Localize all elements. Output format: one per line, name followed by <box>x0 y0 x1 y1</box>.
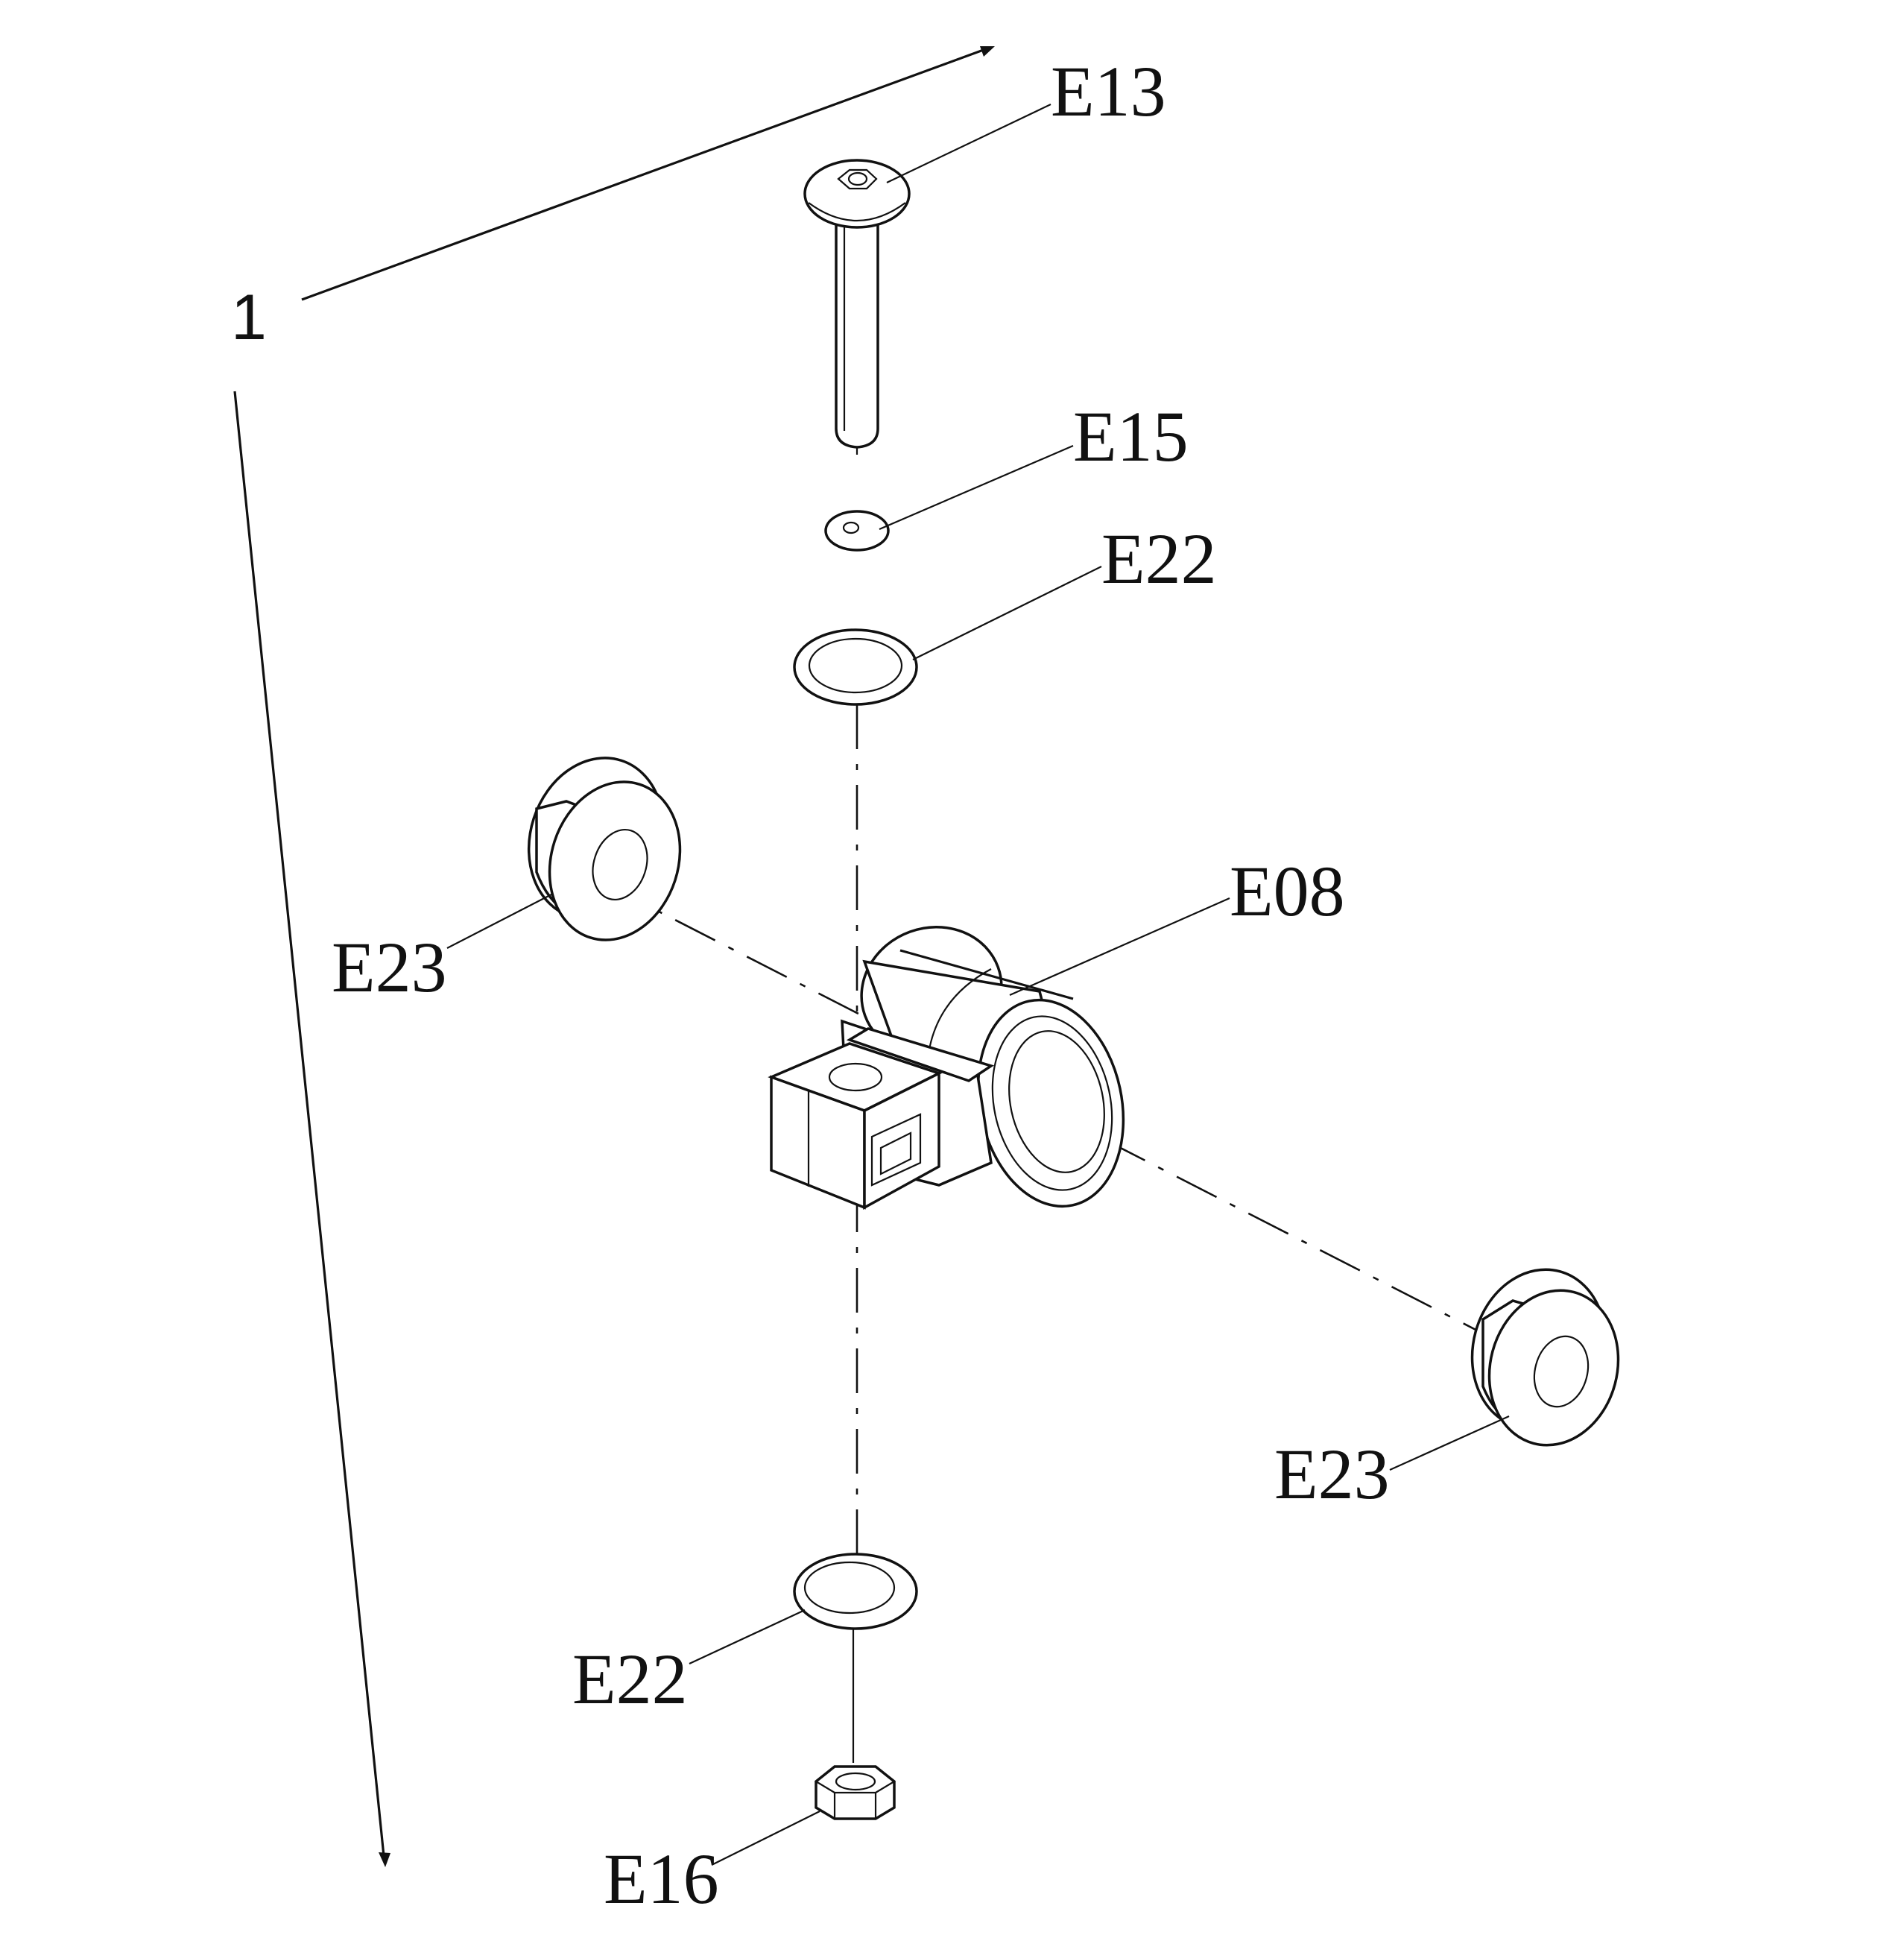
spacer-e23-left-icon <box>527 757 682 941</box>
bolt-head-rim <box>808 202 906 221</box>
leader-e23-left <box>446 894 552 949</box>
label-e23-right: E23 <box>1274 1434 1390 1514</box>
barrel-bore <box>1008 1030 1105 1173</box>
assembly-indicator: 1 <box>231 46 995 1867</box>
assembly-number: 1 <box>231 282 267 353</box>
washer-e22-top-icon <box>793 628 918 706</box>
block-side-face <box>863 1071 940 1210</box>
leader-lines <box>446 104 1510 1866</box>
hex-socket-icon <box>837 168 878 190</box>
bolt-head <box>803 159 911 229</box>
nut-thread <box>835 1772 876 1791</box>
arrow-head-icon <box>379 1852 390 1867</box>
label-e15: E15 <box>1073 397 1189 476</box>
spacer-e23-right-hole <box>1533 1335 1590 1408</box>
leader-e22-top <box>912 566 1102 660</box>
washer-e22-bottom-outer <box>793 1553 918 1630</box>
leader-e08 <box>1009 897 1230 997</box>
leader-e23-right <box>1389 1415 1510 1471</box>
pivot-bracket-e08-icon <box>768 926 1125 1210</box>
spacer-e23-right-face <box>1487 1289 1620 1447</box>
label-e08: E08 <box>1230 851 1345 931</box>
bracket-rib <box>846 1027 995 1082</box>
label-e13: E13 <box>1051 51 1166 131</box>
hex-nut-e16-icon <box>815 1765 896 1820</box>
bolt-shank <box>835 222 879 449</box>
washer-e22-bottom-icon <box>793 1553 918 1630</box>
label-e16: E16 <box>604 1839 719 1919</box>
label-e22-bottom: E22 <box>572 1639 688 1719</box>
leader-e22-bottom <box>689 1609 806 1664</box>
leader-e15 <box>879 444 1074 531</box>
leader-e16 <box>711 1811 820 1866</box>
washer-e22-top-inner <box>808 637 903 694</box>
barrel-front-inner <box>991 1015 1113 1191</box>
axis-line-horizontal <box>603 882 1551 1369</box>
block-slot-inner <box>879 1131 912 1175</box>
washer-e15-hole <box>842 521 860 534</box>
spacer-e23-left-hole <box>592 828 648 901</box>
barrel-top-edge <box>899 949 1074 1000</box>
block-hole <box>828 1062 883 1092</box>
block-slot-icon <box>870 1113 922 1187</box>
label-e22-top: E22 <box>1101 519 1217 599</box>
hex-socket-center <box>847 171 868 186</box>
label-e23-left: E23 <box>332 927 447 1007</box>
assembly-arrow-upper <box>301 47 988 301</box>
washer-e15-icon <box>824 510 890 552</box>
washer-e22-bottom-inner <box>803 1561 896 1615</box>
spacer-e23-right-icon <box>1470 1268 1620 1447</box>
arrow-head-icon <box>980 46 995 57</box>
spacer-e23-left-face <box>548 780 682 941</box>
bolt-e13-icon <box>803 159 911 449</box>
barrel-seam <box>926 968 992 1059</box>
assembly-arrow-lower <box>233 391 385 1857</box>
part-labels: E13 E15 E22 E08 E23 E23 E22 E16 <box>332 51 1390 1919</box>
leader-e13 <box>886 104 1051 183</box>
